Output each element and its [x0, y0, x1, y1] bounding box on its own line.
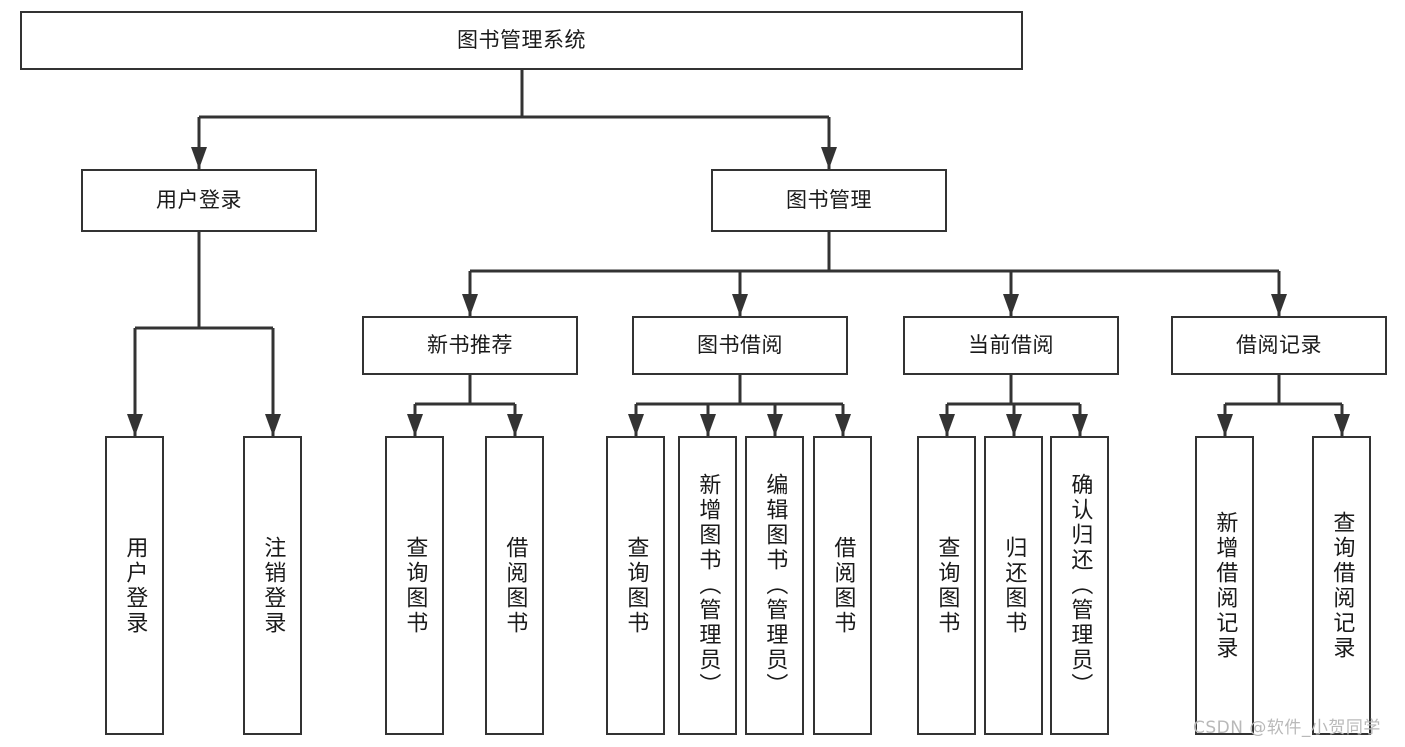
node-label: 借阅图书: [830, 535, 856, 636]
node-label: 查询图书: [623, 535, 649, 636]
node-root[interactable]: 图书管理系统: [20, 11, 1023, 70]
watermark-label: CSDN @软件_小贺同学: [1193, 718, 1381, 738]
node-leaf-add-borrow-record[interactable]: 新增借阅记录: [1195, 436, 1254, 735]
node-label: 查询图书: [402, 535, 428, 636]
node-label: 图书管理系统: [457, 27, 586, 52]
node-leaf-return-book[interactable]: 归还图书: [984, 436, 1043, 735]
node-leaf-user-login[interactable]: 用户登录: [105, 436, 164, 735]
node-label: 图书管理: [786, 187, 872, 212]
node-label: 当前借阅: [968, 332, 1054, 357]
node-label: 新书推荐: [427, 332, 513, 357]
node-leaf-query-book-recommend[interactable]: 查询图书: [385, 436, 444, 735]
node-leaf-logout[interactable]: 注销登录: [243, 436, 302, 735]
node-book-management[interactable]: 图书管理: [711, 169, 947, 232]
node-leaf-edit-book-admin[interactable]: 编辑图书（管理员）: [745, 436, 804, 735]
node-label: 查询借阅记录: [1329, 510, 1355, 661]
node-borrow-record[interactable]: 借阅记录: [1171, 316, 1387, 375]
node-leaf-confirm-return-admin[interactable]: 确认归还（管理员）: [1050, 436, 1109, 735]
node-leaf-add-book-admin[interactable]: 新增图书（管理员）: [678, 436, 737, 735]
node-leaf-query-book-current[interactable]: 查询图书: [917, 436, 976, 735]
node-leaf-query-book-borrow[interactable]: 查询图书: [606, 436, 665, 735]
node-label: 查询图书: [934, 535, 960, 636]
node-label: 新增图书（管理员）: [695, 473, 721, 698]
node-book-borrow[interactable]: 图书借阅: [632, 316, 848, 375]
node-leaf-borrow-book[interactable]: 借阅图书: [813, 436, 872, 735]
node-label: 注销登录: [260, 535, 286, 636]
node-label: 用户登录: [122, 535, 148, 636]
node-user-login[interactable]: 用户登录: [81, 169, 317, 232]
node-current-borrow[interactable]: 当前借阅: [903, 316, 1119, 375]
node-new-book-recommend[interactable]: 新书推荐: [362, 316, 578, 375]
node-label: 编辑图书（管理员）: [762, 473, 788, 698]
node-label: 借阅图书: [502, 535, 528, 636]
node-leaf-query-borrow-record[interactable]: 查询借阅记录: [1312, 436, 1371, 735]
node-label: 新增借阅记录: [1212, 510, 1238, 661]
node-label: 图书借阅: [697, 332, 783, 357]
node-label: 归还图书: [1001, 535, 1027, 636]
node-leaf-borrow-book-recommend[interactable]: 借阅图书: [485, 436, 544, 735]
node-label: 借阅记录: [1236, 332, 1322, 357]
node-label: 确认归还（管理员）: [1067, 473, 1093, 698]
node-label: 用户登录: [156, 187, 242, 212]
